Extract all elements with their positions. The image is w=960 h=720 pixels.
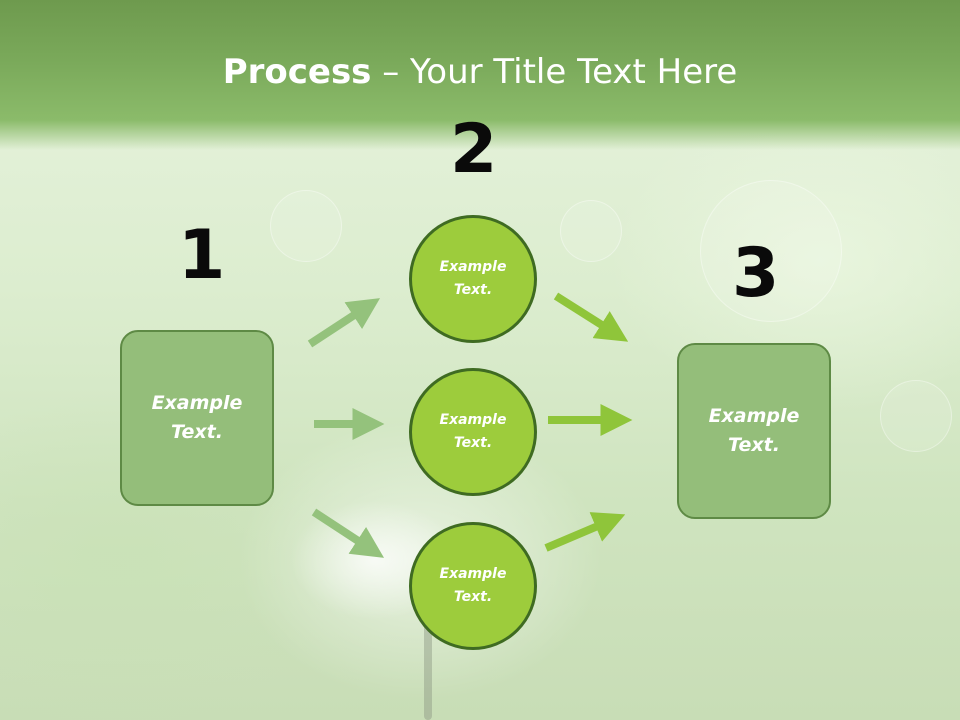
step-box-3[interactable]: Example Text. — [677, 343, 831, 519]
step-number-2: 2 — [450, 110, 498, 189]
bokeh-light — [270, 190, 342, 262]
step-box-3-label: Example Text. — [708, 405, 800, 456]
step-circle-middle-label: Example Text. — [439, 412, 507, 451]
title-band — [0, 0, 960, 150]
flower-stem — [424, 600, 432, 720]
slide-title[interactable]: Process – Your Title Text Here — [0, 52, 960, 92]
step-circle-top[interactable]: Example Text. — [409, 215, 537, 343]
step-number-1: 1 — [178, 216, 226, 295]
arrow-right-lower — [544, 512, 626, 552]
arrow-right-upper — [553, 292, 629, 342]
step-box-1-label: Example Text. — [151, 392, 243, 443]
title-bold: Process — [222, 52, 372, 92]
step-circle-top-label: Example Text. — [439, 259, 507, 298]
step-number-3: 3 — [732, 234, 780, 313]
step-box-1[interactable]: Example Text. — [120, 330, 274, 506]
bokeh-light — [700, 180, 842, 322]
step-circle-bottom[interactable]: Example Text. — [409, 522, 537, 650]
arrow-left-upper — [307, 298, 381, 348]
bokeh-light — [560, 200, 622, 262]
step-circle-bottom-label: Example Text. — [439, 566, 507, 605]
title-rest: – Your Title Text Here — [371, 52, 738, 92]
bokeh-light — [880, 380, 952, 452]
step-circle-middle[interactable]: Example Text. — [409, 368, 537, 496]
arrow-left-lower — [311, 508, 385, 558]
